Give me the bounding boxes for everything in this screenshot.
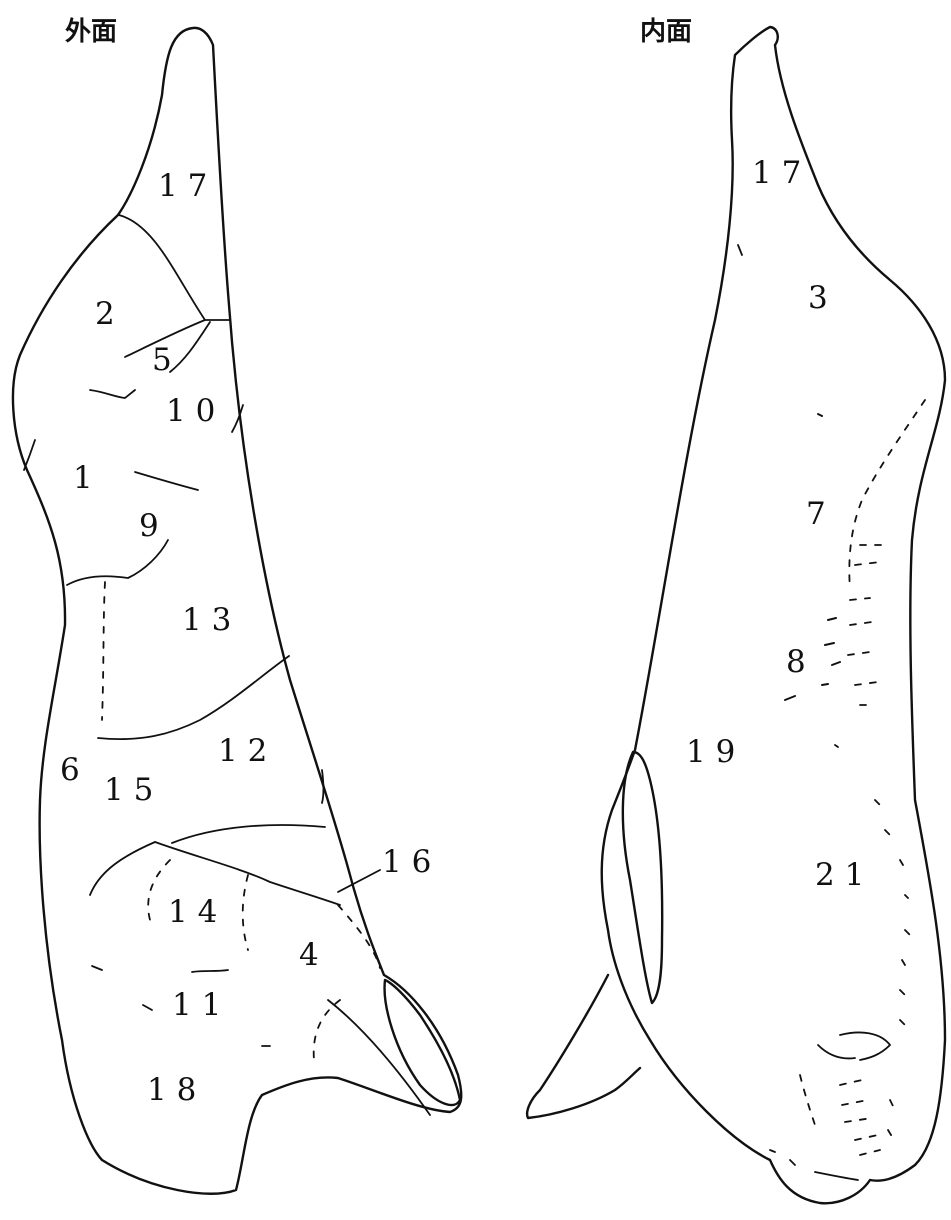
inner-label-17: 1 7 — [752, 155, 801, 191]
outer-label-15: 1 5 — [104, 772, 153, 808]
inner-label-3: 3 — [808, 280, 828, 316]
inner-label-21: 2 1 — [815, 857, 864, 893]
outer-label-1: 1 — [73, 460, 93, 496]
outer-label-11: 1 1 — [172, 987, 221, 1023]
outer-label-17: 1 7 — [158, 168, 207, 204]
inner-label-19: 1 9 — [686, 734, 735, 770]
outer-label-6: 6 — [60, 752, 80, 788]
inner-fold-1 — [840, 1032, 890, 1060]
inner-dot-3 — [818, 414, 822, 416]
outer-seam-18 — [92, 966, 102, 970]
outer-pointer-16 — [338, 870, 380, 892]
outer-label-13: 1 3 — [182, 602, 231, 638]
outer-label-5: 5 — [152, 342, 172, 378]
outer-shank-dash — [314, 1000, 340, 1060]
outer-label-2: 2 — [95, 296, 115, 332]
outer-seam-10 — [90, 390, 135, 398]
outer-view-title: 外面 — [65, 17, 117, 47]
outer-seam-6 — [102, 582, 105, 720]
outer-seam-4 — [338, 905, 380, 968]
outer-seam-18b — [143, 1005, 152, 1010]
outer-label-12: 1 2 — [218, 733, 267, 769]
inner-fat-seam-1 — [849, 400, 925, 590]
outer-seam-11b — [192, 970, 228, 972]
inner-bone-slot — [623, 752, 662, 1003]
inner-fold-2 — [818, 1045, 855, 1058]
inner-carcass-outline — [602, 27, 945, 1203]
outer-seam-13 — [67, 540, 168, 585]
outer-seam-12 — [98, 656, 289, 739]
inner-fold-ticks — [840, 1080, 880, 1155]
outer-label-4: 4 — [299, 937, 319, 973]
outer-label-10: 1 0 — [166, 393, 215, 429]
outer-seam-9 — [135, 472, 198, 490]
outer-seam-17 — [119, 215, 229, 320]
outer-seam-14d — [243, 875, 248, 950]
inner-seam-21a — [875, 800, 910, 1025]
outer-label-14: 1 4 — [168, 894, 217, 930]
outer-seam-1 — [24, 440, 35, 470]
outer-label-9: 9 — [139, 508, 159, 544]
outer-seam-16v — [322, 770, 324, 803]
outer-seam-14a — [172, 825, 325, 843]
inner-fold-bottom — [815, 1172, 858, 1180]
outer-label-18: 1 8 — [147, 1072, 196, 1108]
inner-fold-3 — [800, 1075, 815, 1125]
inner-flap — [527, 975, 640, 1118]
outer-seam-14c — [90, 842, 155, 895]
inner-view: 内面 1 7 3 7 8 1 9 2 1 — [527, 17, 945, 1203]
inner-fat-seam-2 — [848, 545, 885, 705]
inner-fold-right — [888, 1100, 895, 1140]
outer-carcass-outline — [13, 28, 461, 1194]
inner-label-8: 8 — [786, 644, 806, 680]
inner-view-title: 内面 — [640, 17, 692, 47]
outer-seam-11 — [148, 860, 170, 920]
outer-view: 外面 1 7 2 5 1 0 1 9 — [13, 17, 461, 1194]
outer-seam-5b — [170, 322, 210, 372]
outer-shank-line — [328, 1000, 430, 1115]
outer-label-16: 1 6 — [382, 844, 431, 880]
inner-seam-21b — [835, 745, 838, 747]
outer-bone-oval — [385, 980, 460, 1105]
inner-fold-left — [770, 1150, 795, 1165]
inner-label-7: 7 — [806, 496, 826, 532]
inner-seam-17 — [738, 245, 742, 255]
